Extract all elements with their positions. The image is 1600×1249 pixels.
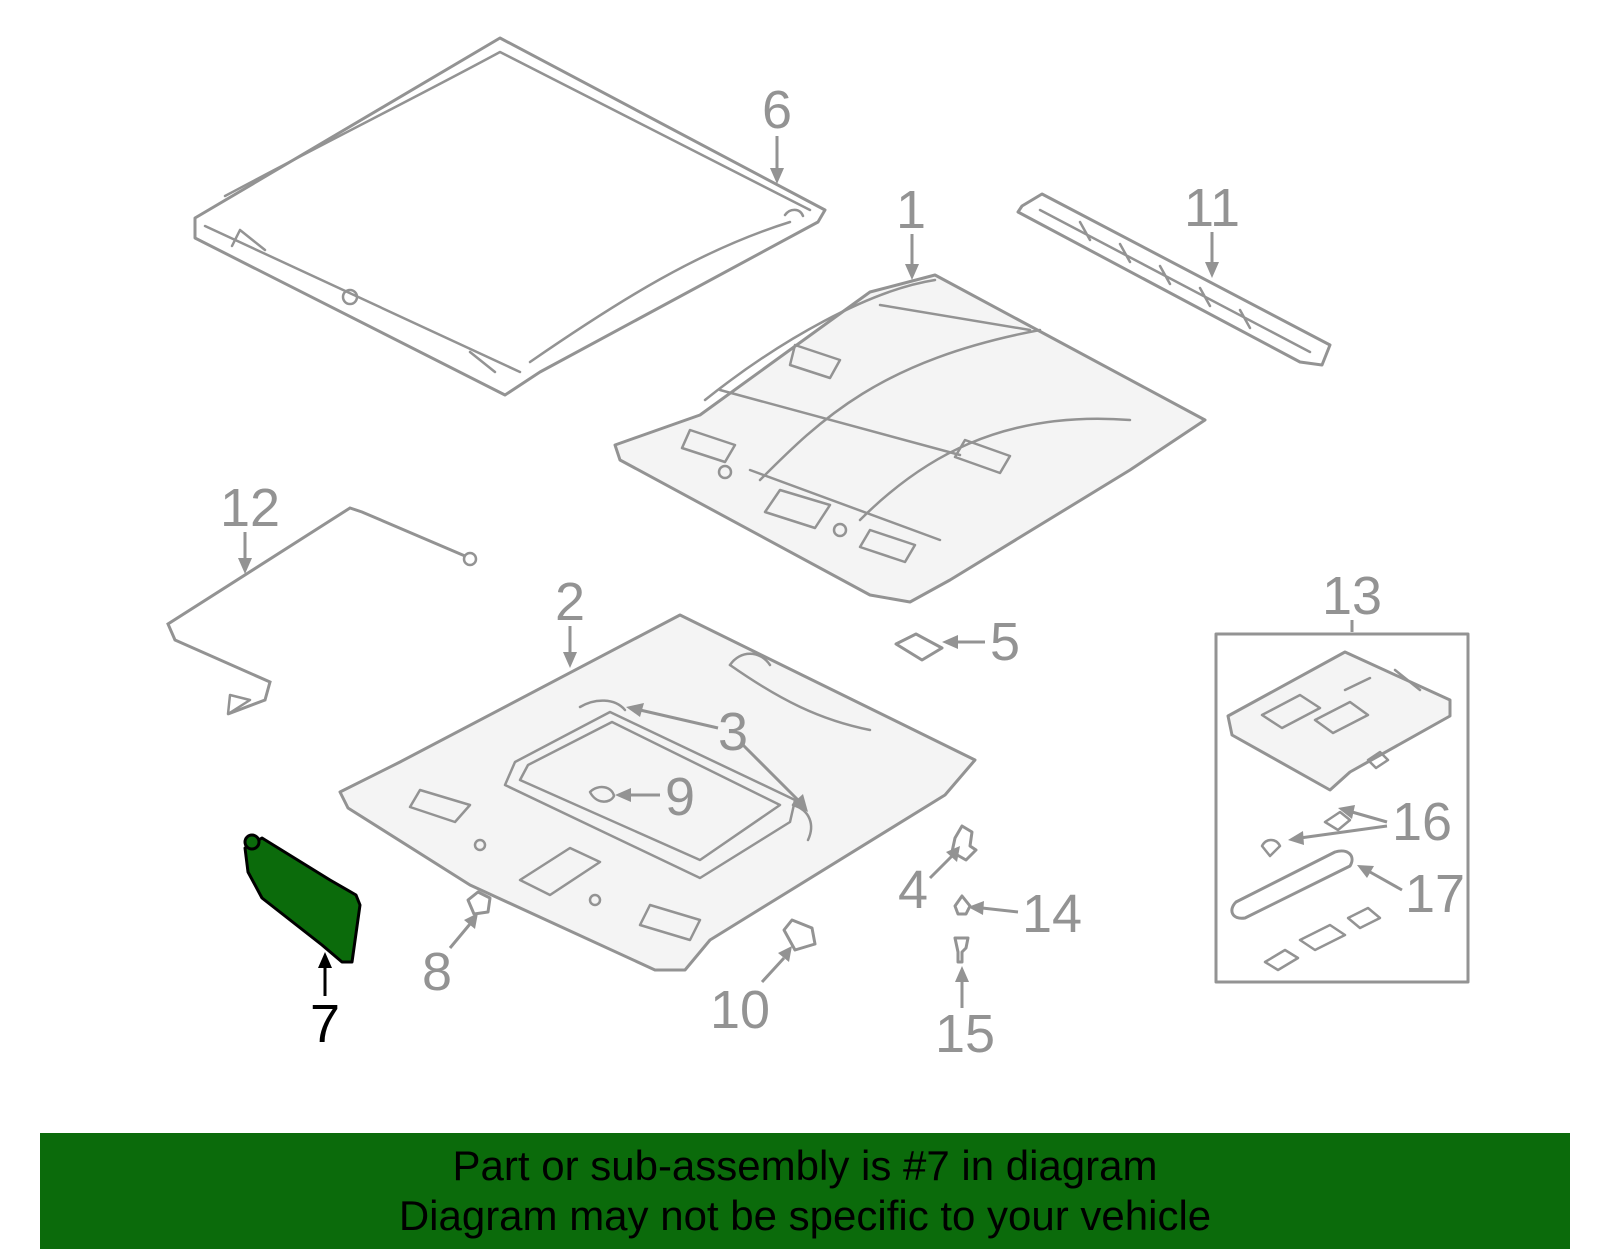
callout-7: 7 <box>310 994 340 1054</box>
part-2-headliner <box>338 613 977 972</box>
callout-6: 6 <box>762 80 792 140</box>
callout-11: 11 <box>1184 178 1240 238</box>
banner-line-2: Diagram may not be specific to your vehi… <box>398 1192 1212 1239</box>
callout-16: 16 <box>1392 792 1452 852</box>
callout-1: 1 <box>896 180 926 240</box>
banner-line-1: Part or sub-assembly is #7 in diagram <box>452 1142 1158 1189</box>
callout-14: 14 <box>1022 884 1082 944</box>
part-12-wire-harness <box>166 506 478 716</box>
part-info-banner: Part or sub-assembly is #7 in diagram Di… <box>40 1133 1570 1249</box>
callout-3: 3 <box>718 702 748 762</box>
leaders <box>238 136 1403 1008</box>
callout-8: 8 <box>422 942 452 1002</box>
callout-15: 15 <box>935 1004 995 1064</box>
callout-5: 5 <box>990 612 1020 672</box>
part-1-headliner <box>613 273 1207 604</box>
callout-12: 12 <box>220 478 280 538</box>
part-9-clip <box>588 785 616 803</box>
callout-10: 10 <box>710 980 770 1040</box>
callout-2: 2 <box>555 572 585 632</box>
part-14-screw <box>953 894 972 916</box>
part-15-bolt <box>953 936 970 964</box>
callout-13: 13 <box>1322 566 1382 626</box>
part-5-pad <box>894 632 944 662</box>
callout-17: 17 <box>1405 864 1465 924</box>
part-10-clip <box>782 918 817 952</box>
part-6-roof-panel <box>193 36 827 397</box>
part-11-trim-strip <box>1016 192 1332 367</box>
callout-9: 9 <box>665 767 695 827</box>
callout-4: 4 <box>898 860 928 920</box>
part-7-sun-visor <box>243 833 362 964</box>
part-8-clip <box>466 890 492 916</box>
callout-labels: 6 1 11 12 2 5 3 9 4 14 15 8 10 7 13 16 1… <box>220 80 1465 1064</box>
